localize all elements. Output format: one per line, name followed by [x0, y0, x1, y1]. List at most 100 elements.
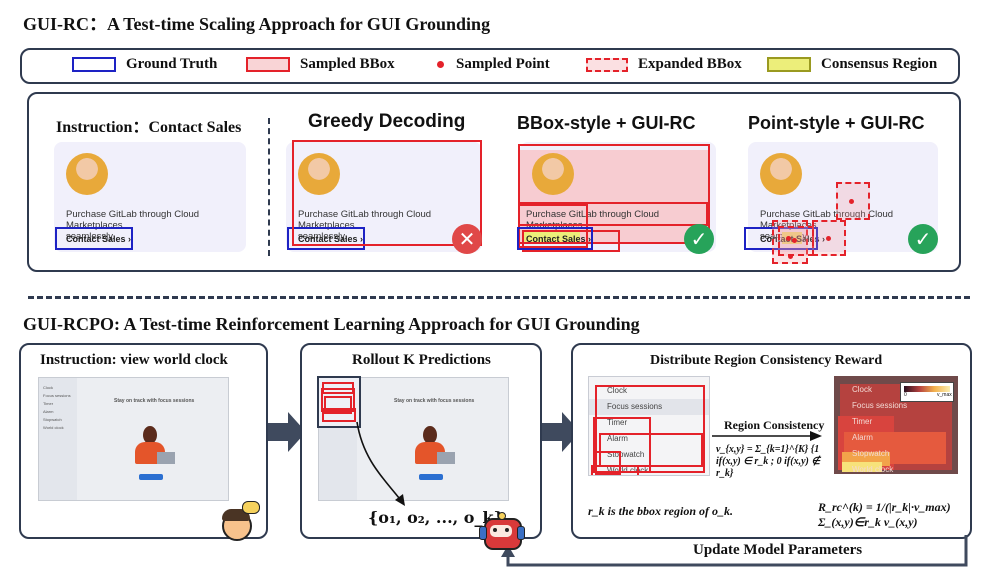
sampled-bbox: [518, 144, 710, 244]
column-divider: [268, 118, 270, 256]
feedback-arrow-icon: [501, 535, 968, 567]
robot-ear: [517, 526, 525, 540]
sidebar-item: Focus sessions: [607, 402, 663, 411]
instruction-wc: Instruction: view world clock: [40, 352, 228, 368]
column-title-point: Point-style + GUI-RC: [748, 113, 925, 133]
card-text: Purchase GitLab through Cloud Marketplac…: [298, 209, 482, 242]
avatar: [532, 153, 574, 195]
get-started-button[interactable]: [419, 474, 443, 480]
crop-sidebar: Clock Focus sessions Timer Alarm Stopwat…: [607, 383, 663, 475]
reward-title: Distribute Region Consistency Reward: [650, 353, 883, 368]
sampled-point: [826, 236, 831, 241]
bbox-card: Purchase GitLab through Cloud Marketplac…: [517, 142, 716, 254]
sampled-bbox: [522, 230, 620, 252]
laptop: [437, 452, 455, 464]
sidebar-item: Clock: [607, 386, 628, 395]
rollout-bbox: [321, 388, 355, 412]
update-label: Update Model Parameters: [693, 542, 863, 558]
robot-ear: [479, 526, 487, 540]
card-text-line: Purchase GitLab through Cloud Marketplac…: [66, 209, 200, 231]
robot-antenna: [498, 512, 506, 520]
column-title-greedy: Greedy Decoding: [308, 111, 466, 132]
avatar: [298, 153, 340, 195]
avatar: [66, 153, 108, 195]
right-arrow-icon: [712, 431, 822, 441]
clock-app-screenshot: Clock Focus sessions Timer Alarm Stopwat…: [38, 377, 229, 501]
screen-heading: Stay on track with focus sessions: [394, 398, 475, 404]
robot-eye: [493, 528, 497, 532]
expanded-bbox: [836, 182, 870, 220]
card-text-line: Purchase GitLab through Cloud Marketplac…: [760, 209, 894, 231]
legend-expanded-bbox: Expanded BBox: [586, 56, 742, 73]
mini-item: Stopwatch: [43, 417, 62, 422]
card-text-line: seamlessly.: [66, 231, 115, 242]
hair: [423, 426, 437, 444]
sidebar-item: World clock: [852, 465, 894, 474]
ground-truth-box: [744, 227, 818, 250]
app-sidebar: [39, 378, 77, 500]
curved-arrow-icon: [356, 421, 405, 506]
ground-truth-box: [517, 227, 593, 250]
rollout-bbox: [593, 417, 651, 473]
person-illustration: [415, 426, 455, 466]
zoom-box: [317, 376, 361, 428]
sidebar-item: Timer: [852, 417, 873, 426]
hair: [143, 426, 157, 444]
sampled-point: [849, 199, 854, 204]
colorbar-gradient: [904, 386, 950, 392]
contact-sales-link[interactable]: Contact Sales ›: [526, 234, 592, 244]
mini-item: Alarm: [43, 409, 54, 414]
contact-sales-link[interactable]: Contact Sales ›: [298, 234, 364, 244]
ground-truth-box: [287, 227, 365, 250]
region-consistency-label: Region Consistency: [724, 418, 825, 432]
screen-heading: Stay on track with focus sessions: [114, 398, 195, 404]
consistency-formula: v_{x,y} = Σ_{k=1}^{K} {1 if(x,y) ∈ r_k ;…: [716, 444, 821, 479]
get-started-button[interactable]: [139, 474, 163, 480]
prediction-crop: Clock Focus sessions Timer Alarm Stopwat…: [588, 376, 710, 476]
robot-icon: [478, 510, 525, 554]
section-divider: [28, 296, 970, 299]
top-title: GUI-RC：A Test-time Scaling Approach for …: [23, 14, 491, 34]
user-avatar-icon: [218, 501, 260, 541]
consensus-region: [522, 230, 580, 244]
legend-ground-truth: Ground Truth: [72, 56, 217, 73]
robot-eye: [505, 528, 509, 532]
column-title-bbox: BBox-style + GUI-RC: [517, 113, 696, 133]
greedy-card: Purchase GitLab through Cloud Marketplac…: [286, 140, 482, 254]
sampled-point: [792, 238, 797, 243]
sidebar-item: Stopwatch: [607, 450, 645, 459]
sidebar-item: Alarm: [607, 434, 628, 443]
contact-sales-link[interactable]: Contact Sales ›: [66, 234, 132, 244]
sampled-bbox-swatch: [246, 57, 290, 72]
mini-item: Clock: [43, 385, 54, 390]
sidebar-item: Stopwatch: [852, 449, 890, 458]
heat-layer: [842, 462, 882, 472]
legend-label: Sampled Point: [456, 56, 550, 72]
avatar: [760, 153, 802, 195]
right-arrow-icon: [542, 412, 580, 452]
heatmap: Clock Focus sessions Timer Alarm Stopwat…: [834, 376, 958, 474]
legend-sampled-bbox: Sampled BBox: [246, 56, 395, 73]
bottom-title: GUI-RCPO: A Test-time Reinforcement Lear…: [23, 314, 640, 334]
cross-icon: ✕: [452, 224, 482, 254]
speech-bubble-icon: [242, 501, 260, 514]
sampled-point: [786, 236, 791, 241]
colorbar: 0 v_max: [900, 382, 954, 402]
rollout-bbox: [599, 433, 703, 467]
mini-item: Timer: [43, 401, 54, 406]
card-text-line: Purchase GitLab through Cloud Marketplac…: [298, 209, 432, 231]
legend-label: Ground Truth: [126, 56, 218, 72]
legend-label: Consensus Region: [821, 56, 938, 72]
sidebar-item: Timer: [607, 418, 628, 427]
check-icon: ✓: [908, 224, 938, 254]
colorbar-max: v_max: [937, 392, 952, 398]
rollout-bbox: [322, 408, 356, 422]
instruction-label: Instruction：Contact Sales: [56, 119, 242, 136]
legend-label: Sampled BBox: [300, 56, 395, 72]
card-text-line: seamlessly.: [298, 231, 347, 242]
rollout-bbox: [595, 451, 621, 475]
heatmap-sidebar: Clock Focus sessions Timer Alarm Stopwat…: [852, 382, 907, 474]
sampled-bbox: [292, 140, 482, 246]
sampled-point: [788, 254, 793, 259]
sampled-point-swatch: [437, 61, 444, 68]
